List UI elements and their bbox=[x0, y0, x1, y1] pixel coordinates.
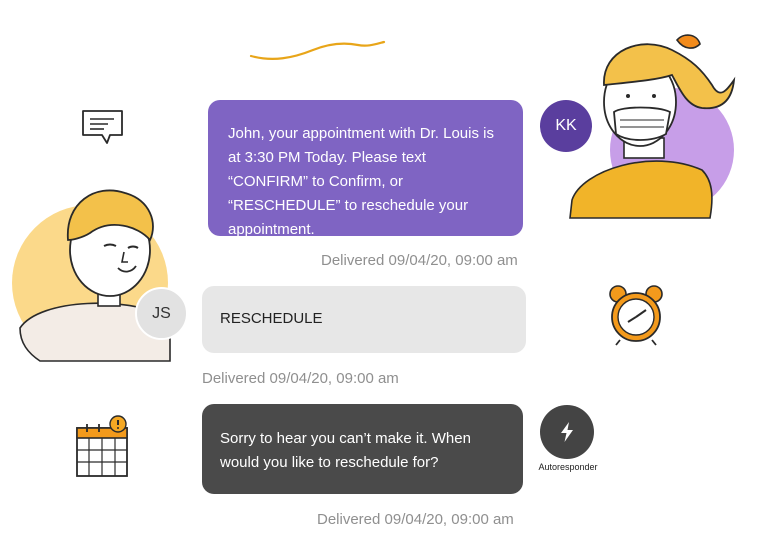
outgoing-message-bubble: John, your appointment with Dr. Louis is… bbox=[208, 100, 523, 238]
calendar-alert-icon bbox=[76, 415, 128, 477]
patient-avatar: JS bbox=[135, 287, 188, 340]
outgoing-delivery-status: Delivered 09/04/20, 09:00 am bbox=[321, 252, 518, 269]
autoresponder-label: Autoresponder bbox=[538, 462, 598, 472]
chat-message-icon bbox=[82, 110, 123, 144]
autoresponder-avatar bbox=[540, 405, 594, 459]
reply-message-text: RESCHEDULE bbox=[220, 310, 323, 327]
patient-initials: JS bbox=[152, 304, 171, 322]
reply-message-bubble: RESCHEDULE bbox=[202, 286, 526, 353]
patient-illustration bbox=[12, 189, 171, 362]
autoresponder-message-bubble: Sorry to hear you can’t make it. When wo… bbox=[202, 404, 523, 494]
lightning-bolt-icon bbox=[561, 422, 573, 442]
autoresponder-delivery-status: Delivered 09/04/20, 09:00 am bbox=[317, 511, 514, 528]
squiggle-decoration bbox=[249, 40, 386, 60]
staff-initials: KK bbox=[555, 117, 577, 134]
autoresponder-message-text: Sorry to hear you can’t make it. When wo… bbox=[220, 430, 471, 471]
reply-delivery-status: Delivered 09/04/20, 09:00 am bbox=[202, 370, 399, 387]
alarm-clock-icon bbox=[609, 285, 663, 346]
staff-illustration bbox=[569, 34, 736, 219]
outgoing-message-text: John, your appointment with Dr. Louis is… bbox=[228, 125, 494, 238]
staff-avatar: KK bbox=[540, 100, 592, 152]
